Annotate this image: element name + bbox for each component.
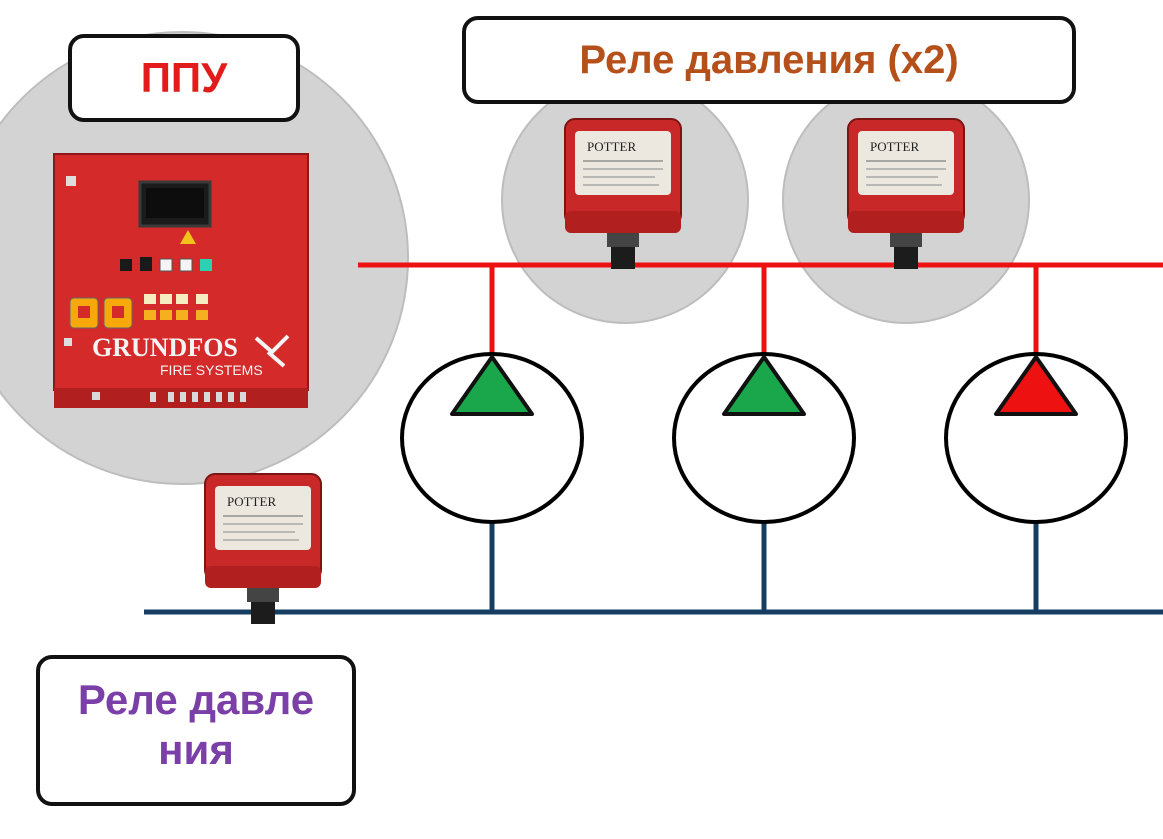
pump-3-status-triangle [994,355,1078,416]
label-relay-pair: Реле давления (x2) [462,16,1076,104]
control-panel-image: GRUNDFOS FIRE SYSTEMS [53,153,309,408]
pump-1-status-triangle [450,355,534,416]
switch-1-brand: POTTER [587,139,636,154]
switch-2-brand: POTTER [870,139,919,154]
pressure-switch-1: POTTER [564,118,682,269]
panel-brand-subtitle: FIRE SYSTEMS [160,362,263,378]
label-ppu: ППУ [68,34,300,122]
label-relay-single: Реле давления [36,655,356,806]
panel-brand-text: GRUNDFOS [92,333,238,362]
pump-2-status-triangle [722,355,806,416]
pressure-switch-2: POTTER [847,118,965,269]
pump-2 [672,352,856,524]
pump-1 [400,352,584,524]
pump-3 [944,352,1128,524]
switch-3-brand: POTTER [227,494,276,509]
grundfos-logo-icon [254,334,290,368]
pressure-switch-3: POTTER [204,473,322,624]
